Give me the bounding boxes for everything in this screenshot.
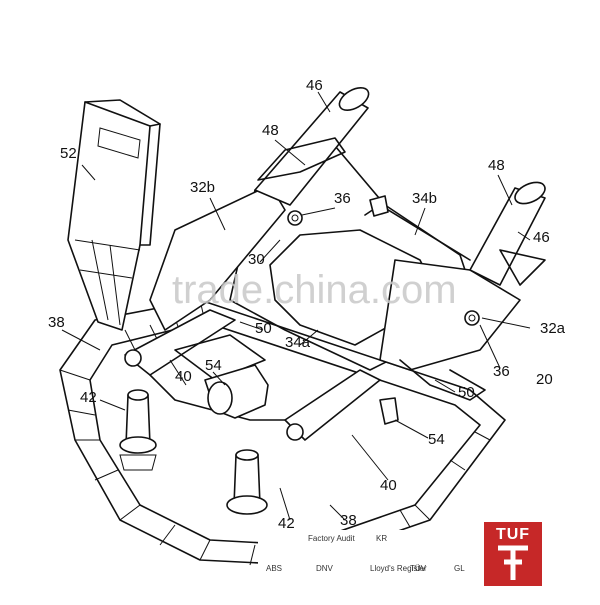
post-left bbox=[119, 389, 157, 471]
arm-32a bbox=[379, 181, 546, 401]
cert-abs: ABS bbox=[266, 564, 283, 573]
tuf-logo: TUF bbox=[484, 522, 542, 586]
ref-38-bottom: 38 bbox=[340, 512, 357, 529]
reference-numerals: 46 48 52 32b 36 34b 48 46 30 38 50 34a 3… bbox=[48, 77, 566, 545]
ref-40-left: 40 bbox=[175, 368, 192, 385]
ref-36-right: 36 bbox=[493, 363, 510, 380]
leader-lines bbox=[61, 91, 531, 521]
ref-34b: 34b bbox=[412, 190, 437, 207]
cert-factory-audit: Factory Audit bbox=[308, 534, 355, 543]
ref-38-left: 38 bbox=[48, 314, 65, 331]
cert-gl: GL bbox=[454, 564, 465, 573]
cert-dnv: DNV bbox=[316, 564, 333, 573]
cert-lloyds: Lloyd's Register bbox=[370, 564, 427, 573]
linkages bbox=[124, 309, 399, 441]
ref-32a: 32a bbox=[540, 320, 566, 337]
ref-32b: 32b bbox=[190, 179, 215, 196]
ref-50-right: 50 bbox=[458, 384, 475, 401]
watermark: trade.china.com bbox=[172, 268, 457, 312]
ref-30: 30 bbox=[248, 251, 265, 268]
cert-kr: KR bbox=[376, 534, 388, 543]
ref-36-top: 36 bbox=[334, 190, 351, 207]
ref-54-left: 54 bbox=[205, 357, 222, 374]
ref-42-left: 42 bbox=[80, 389, 97, 406]
ref-20: 20 bbox=[536, 371, 553, 388]
post-right bbox=[226, 449, 268, 515]
control-box bbox=[67, 99, 161, 331]
ref-50-top: 50 bbox=[255, 320, 272, 337]
ref-48-left: 48 bbox=[262, 122, 279, 139]
hydraulic-cylinder bbox=[204, 364, 269, 419]
ref-54-right: 54 bbox=[428, 431, 445, 448]
ref-40-right: 40 bbox=[380, 477, 397, 494]
logo-mark-icon bbox=[498, 545, 528, 580]
ref-42-bottom: 42 bbox=[278, 515, 295, 532]
ref-34a: 34a bbox=[285, 334, 311, 351]
ref-52: 52 bbox=[60, 145, 77, 162]
arm-32b bbox=[149, 87, 370, 331]
cert-tuv: TÜV bbox=[410, 564, 426, 573]
ref-46-right: 46 bbox=[533, 229, 550, 246]
logo-label: TUF bbox=[495, 526, 531, 543]
ref-48-right: 48 bbox=[488, 157, 505, 174]
ref-46-top: 46 bbox=[306, 77, 323, 94]
certification-strip: Factory Audit KR ABS DNV Lloyd's Registe… bbox=[258, 530, 478, 588]
